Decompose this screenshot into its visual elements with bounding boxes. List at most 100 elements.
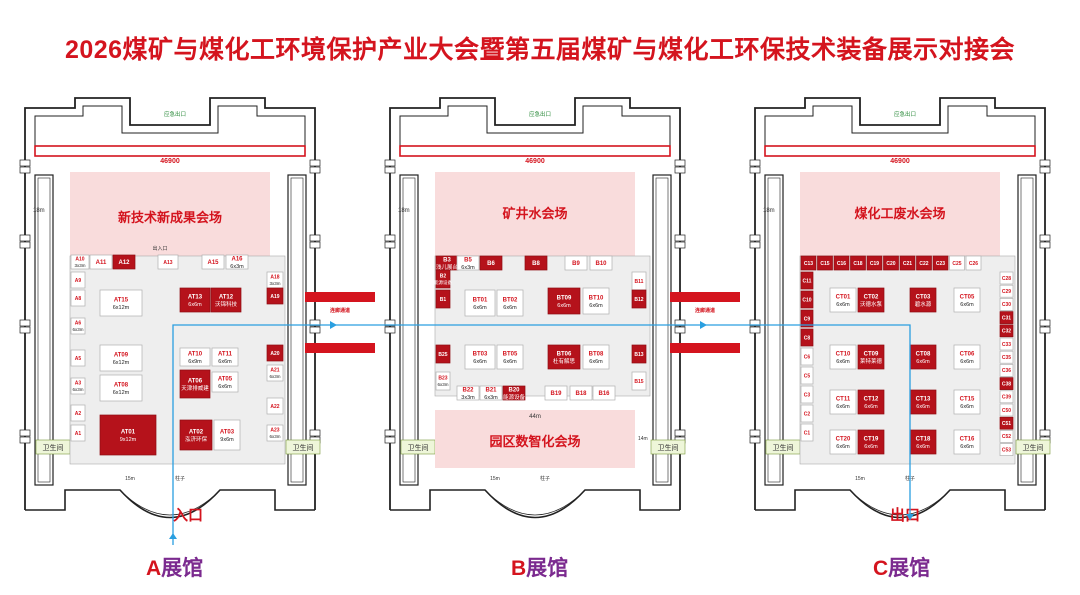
booth-c18[interactable]: C18 (850, 255, 866, 271)
booth-b25[interactable]: B25 (435, 344, 451, 364)
booth-c36[interactable]: C36 (999, 364, 1014, 377)
booth-b10[interactable]: B10 (589, 255, 613, 271)
booth-c32[interactable]: C32 (999, 324, 1014, 338)
booth-c25[interactable]: C25 (949, 255, 965, 271)
booth-c28[interactable]: C28 (999, 271, 1014, 285)
booth-c51[interactable]: C51 (999, 416, 1014, 430)
booth-c19[interactable]: C19 (866, 255, 883, 271)
booth-a19[interactable]: A19 (266, 287, 284, 305)
booth-a20[interactable]: A20 (266, 344, 284, 362)
booth-c15[interactable]: C15 (817, 255, 833, 271)
booth-c39[interactable]: C39 (999, 390, 1014, 404)
booth-c10[interactable]: C10 (800, 290, 814, 309)
booth-c23[interactable]: C23 (932, 255, 949, 271)
booth-c29[interactable]: C29 (999, 284, 1014, 298)
booth-c38[interactable]: C38 (999, 377, 1014, 390)
booth-a11[interactable]: A11 (89, 254, 113, 270)
booth-c50[interactable]: C50 (999, 403, 1014, 417)
booth-a22[interactable]: A22 (266, 397, 284, 415)
booth-a13[interactable]: A13 (157, 254, 179, 270)
booth-c2[interactable]: C2 (800, 404, 814, 423)
booth-c21[interactable]: C21 (899, 255, 916, 271)
booth-c26[interactable]: C26 (965, 255, 982, 271)
booth-b16[interactable]: B16 (592, 385, 616, 401)
booth-b9[interactable]: B9 (564, 255, 588, 271)
booth-c16[interactable]: C16 (833, 255, 850, 271)
booth-a1[interactable]: A1 (70, 424, 86, 442)
booth-b12[interactable]: B12 (631, 289, 647, 309)
booth-a12[interactable]: A12 (112, 254, 136, 270)
booth-c11[interactable]: C11 (800, 271, 814, 290)
booth-b15[interactable]: B15 (631, 371, 647, 391)
booth-a5[interactable]: A5 (70, 349, 86, 367)
booth-c6[interactable]: C6 (800, 347, 814, 366)
booth-b11[interactable]: B11 (631, 271, 647, 291)
booth-c31[interactable]: C31 (999, 311, 1014, 324)
booth-c3[interactable]: C3 (800, 385, 814, 404)
booth-a9[interactable]: A9 (70, 271, 86, 289)
booth-c13[interactable]: C13 (800, 255, 817, 271)
booth-c30[interactable]: C30 (999, 298, 1014, 311)
booth-c53[interactable]: C53 (999, 443, 1014, 456)
booth-c33[interactable]: C33 (999, 337, 1014, 351)
booth-c5[interactable]: C5 (800, 366, 814, 385)
booth-c22[interactable]: C22 (916, 255, 932, 271)
booth-b13[interactable]: B13 (631, 344, 647, 364)
booth-c8[interactable]: C8 (800, 328, 814, 347)
booth-c35[interactable]: C35 (999, 350, 1014, 364)
booth-b19[interactable]: B19 (544, 385, 568, 401)
booth-b6[interactable]: B6 (479, 255, 503, 271)
booth-b18[interactable]: B18 (569, 385, 593, 401)
booth-c1[interactable]: C1 (800, 423, 814, 442)
booth-a8[interactable]: A8 (70, 289, 86, 307)
